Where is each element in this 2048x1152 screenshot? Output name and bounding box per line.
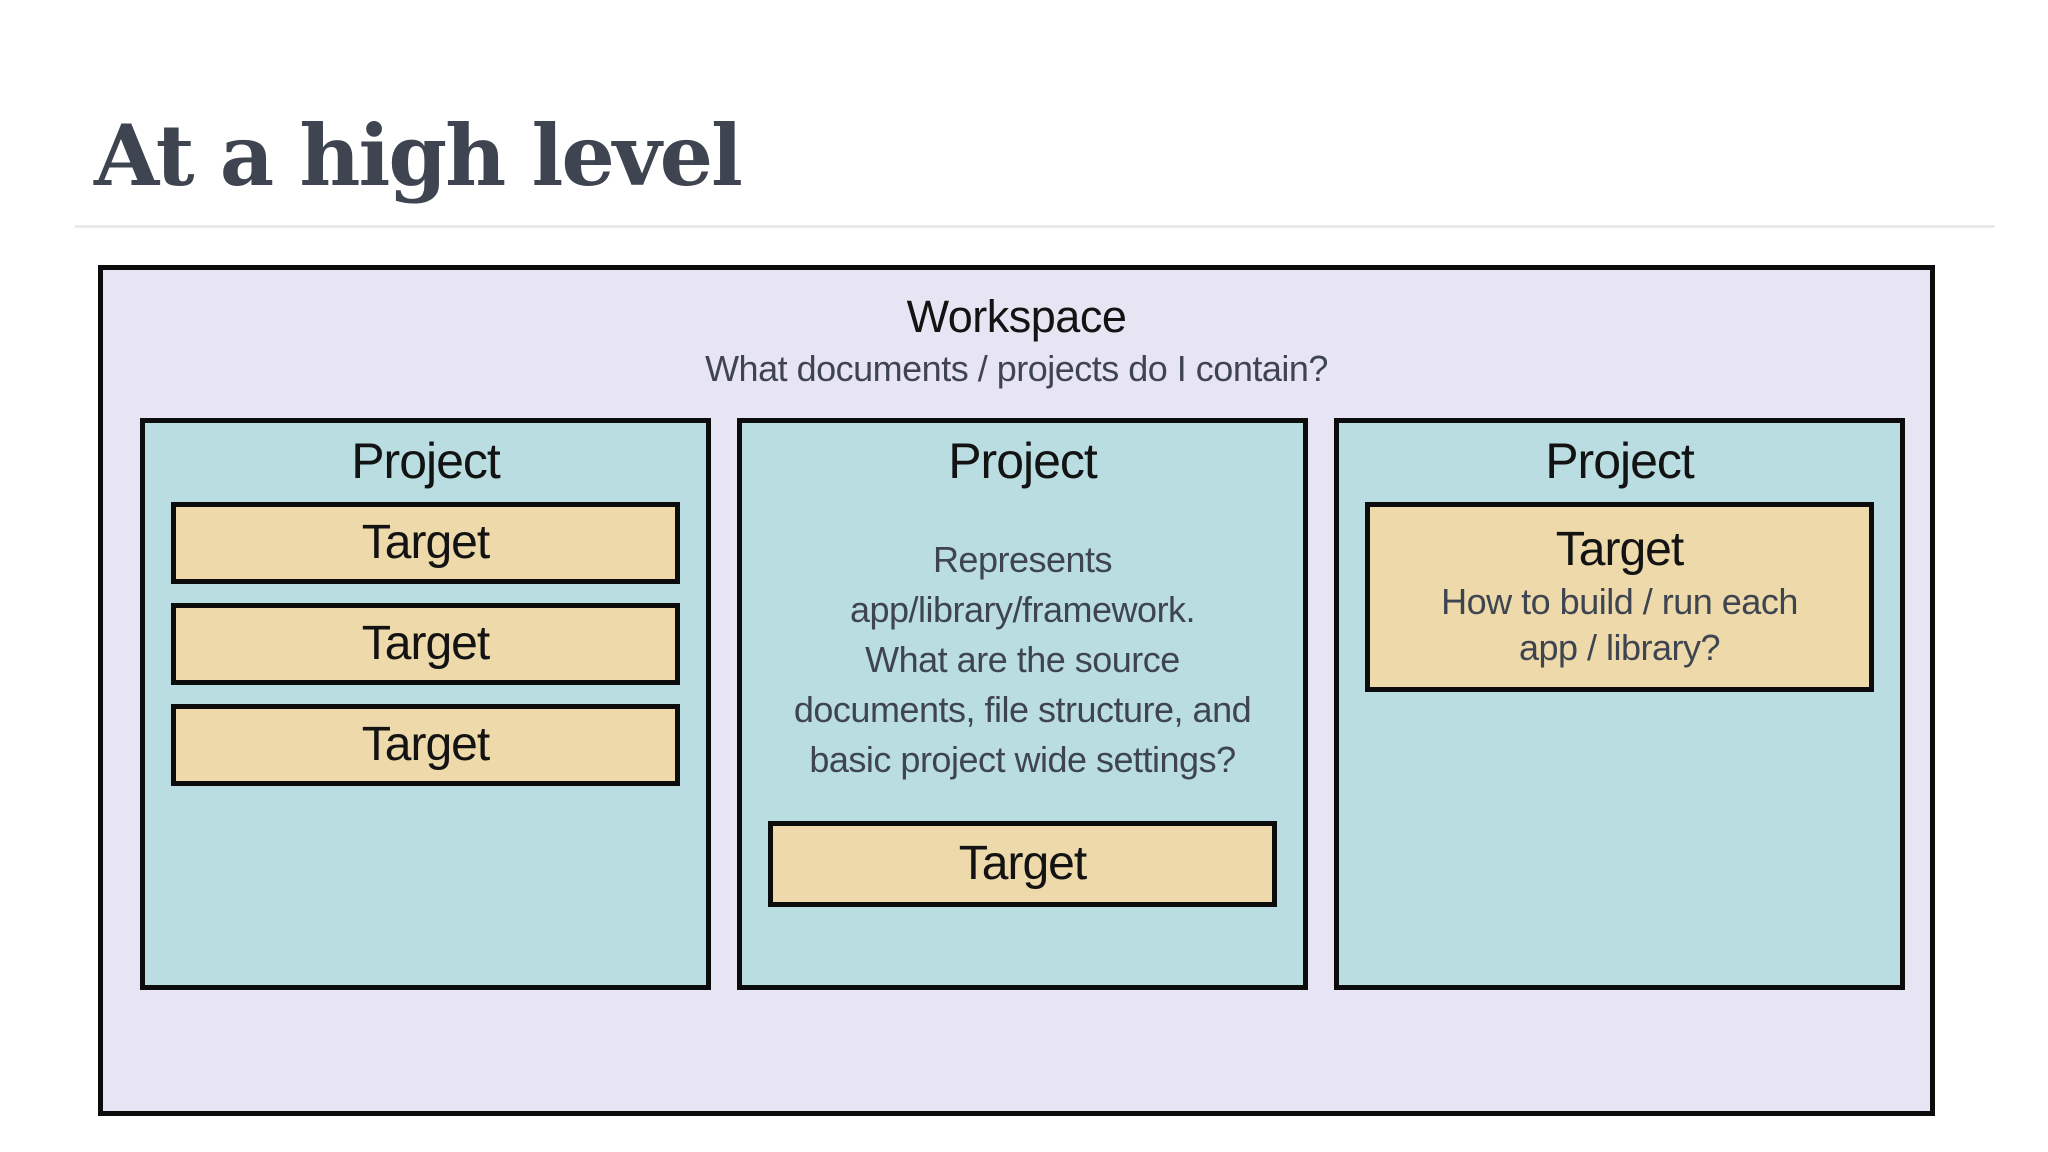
target-box: Target [171,602,680,685]
title-divider [75,225,1995,228]
slide-title: At a high level [94,106,743,205]
project-description: Represents app/library/framework. What a… [793,538,1252,780]
target-box: Target [171,501,680,584]
target-label: Target [361,717,490,771]
target-box: Target [768,820,1277,907]
project-label: Project [948,433,1098,489]
target-note: How to build / run each app / library? [1441,580,1798,669]
project-box-2: Project Represents app/library/framework… [737,418,1308,990]
projects-row: Project Target Target Target Project Rep… [140,418,1905,990]
target-box: Target How to build / run each app / lib… [1365,501,1874,692]
workspace-title: Workspace [906,291,1127,342]
project-label: Project [351,433,501,489]
target-label: Target [361,616,490,670]
project-label: Project [1545,433,1695,489]
workspace-box: Workspace What documents / projects do I… [98,265,1935,1116]
target-box: Target [171,703,680,786]
target-label: Target [361,515,490,569]
project-box-1: Project Target Target Target [140,418,711,990]
project-box-3: Project Target How to build / run each a… [1334,418,1905,990]
workspace-subtitle: What documents / projects do I contain? [705,348,1328,389]
target-label: Target [958,836,1087,890]
target-label: Target [1555,522,1684,576]
